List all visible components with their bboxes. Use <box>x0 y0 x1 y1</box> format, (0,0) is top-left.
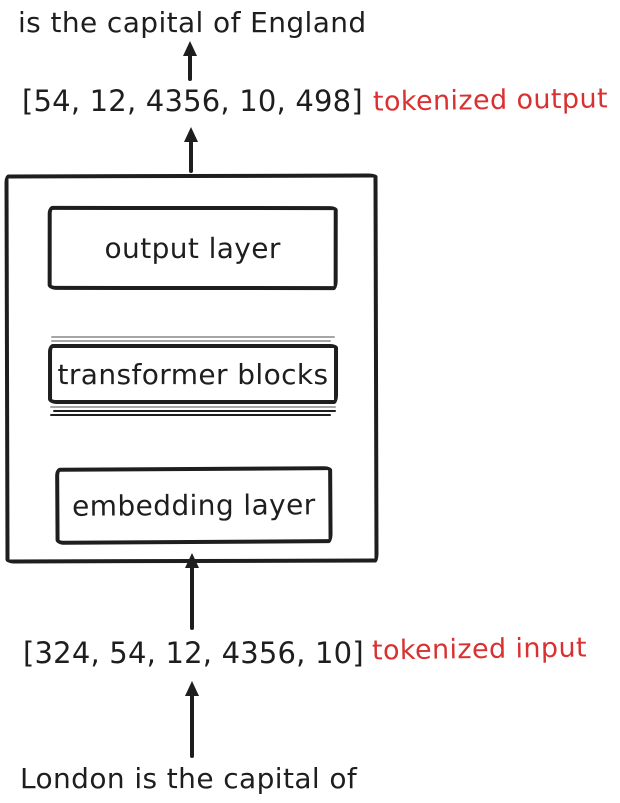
up-arrow-icon <box>182 127 200 173</box>
up-arrow-icon <box>183 553 201 630</box>
up-arrow-head-icon <box>185 553 199 568</box>
transformer-blocks-box: transformer blocks <box>48 343 339 404</box>
arrow-shaft <box>188 52 192 81</box>
up-arrow-icon <box>181 41 199 81</box>
up-arrow-head-icon <box>183 41 197 56</box>
stack-line <box>53 409 337 412</box>
stack-line <box>51 335 336 338</box>
stack-lines-top <box>48 335 338 342</box>
tokenized-input-values: [324, 54, 12, 4356, 10] <box>23 636 364 670</box>
stack-line <box>51 339 332 342</box>
up-arrow-head-icon <box>184 127 198 142</box>
stack-line <box>50 405 337 408</box>
arrow-shaft <box>190 692 194 758</box>
decoded-output-text: is the capital of England <box>18 6 367 39</box>
transformer-blocks-stack: transformer blocks <box>48 335 339 416</box>
model-box: output layer transformer blocks embeddin… <box>4 173 379 564</box>
arrow-shaft <box>190 564 194 630</box>
embedding-layer-label: embedding layer <box>72 488 316 523</box>
tokenized-input-label: tokenized input <box>371 632 588 667</box>
arrow-shaft <box>189 138 193 173</box>
embedding-layer-box: embedding layer <box>55 466 333 545</box>
transformer-blocks-label: transformer blocks <box>57 357 329 391</box>
stack-lines-bottom <box>48 405 338 416</box>
input-text: London is the capital of <box>20 762 358 795</box>
stack-line <box>50 413 332 416</box>
up-arrow-icon <box>183 681 201 758</box>
tokenized-output-label: tokenized output <box>372 83 609 118</box>
tokenized-output-values: [54, 12, 4356, 10, 498] <box>22 84 363 118</box>
output-layer-box: output layer <box>47 205 338 291</box>
output-layer-label: output layer <box>104 231 281 265</box>
up-arrow-head-icon <box>185 681 199 696</box>
